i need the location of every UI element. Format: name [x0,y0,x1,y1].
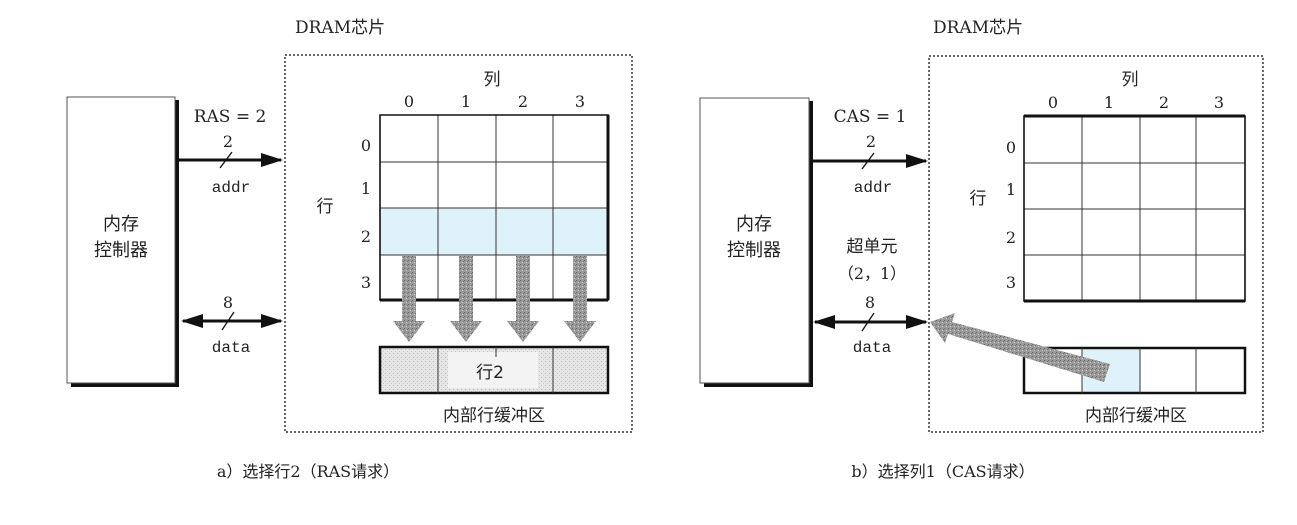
row-axis-label: 行 [970,189,987,209]
addr-bus-slash [861,152,875,170]
row-buffer-label: 内部行缓冲区 [443,406,545,426]
down-arrow-icon [507,256,539,342]
row-label-3: 3 [361,273,371,292]
dram-chip-boundary [284,54,633,433]
caption-b: b）选择列1（CAS请求） [851,462,1034,481]
memory-controller: 内存 控制器 [699,97,813,387]
col-label-3: 3 [1214,93,1224,112]
addr-bus-slash [219,151,233,169]
col-label-2: 2 [518,92,528,111]
selected-row-highlight [380,208,608,255]
addr-label: addr [212,179,250,197]
controller-label-line2: 控制器 [727,240,781,261]
col-label-3: 3 [575,92,585,111]
supercell-label: 超单元 [847,237,898,257]
down-arrow-icon [393,256,425,342]
chip-title: DRAM芯片 [933,18,1023,38]
row-label-2: 2 [1006,228,1016,247]
supercell-coords: （2，1） [838,264,906,283]
panel-a: DRAM芯片 内存 控制器 RAS = 2 2 addr 8 data 列 0 … [66,18,633,481]
ras-signal-label: RAS = 2 [194,107,267,127]
data-label: data [212,339,251,357]
buffer-content: 行2 [476,363,504,383]
chip-title: DRAM芯片 [295,18,385,38]
caption-a: a）选择行2（RAS请求） [217,462,399,481]
down-arrow-icon [564,256,596,342]
addr-bus-width: 2 [223,132,233,151]
addr-bus-width: 2 [866,132,876,151]
col-label-1: 1 [461,92,471,111]
supercell-transfer-arrow [930,313,1110,382]
cas-signal-label: CAS = 1 [834,107,907,127]
data-bus-slash [221,311,235,331]
controller-label-line1: 内存 [103,214,139,235]
row-transfer-arrows [393,256,596,342]
down-arrow-icon [450,256,482,342]
row-axis-label: 行 [317,197,334,217]
col-axis-label: 列 [1122,70,1139,90]
controller-label-line1: 内存 [736,214,772,235]
memory-controller: 内存 控制器 [66,96,179,387]
row-label-2: 2 [361,227,371,246]
controller-label-line2: 控制器 [94,240,148,261]
addr-label: addr [854,179,892,197]
row-label-0: 0 [1006,138,1016,157]
dram-cell-array [1023,114,1246,303]
col-label-0: 0 [404,92,414,111]
data-bus-slash [861,312,875,332]
panel-b: DRAM芯片 内存 控制器 CAS = 1 2 addr 超单元 （2，1） 8… [699,18,1264,481]
data-bus-width: 8 [223,293,233,312]
dram-cell-array [379,114,610,302]
row-label-1: 1 [1006,180,1016,199]
data-label: data [853,339,892,357]
col-label-0: 0 [1048,93,1058,112]
row-label-1: 1 [361,179,371,198]
col-label-1: 1 [1104,93,1114,112]
row-buffer-label: 内部行缓冲区 [1085,406,1187,426]
row-label-0: 0 [361,136,371,155]
dram-chip-boundary [928,55,1264,433]
col-axis-label: 列 [484,70,501,90]
col-label-2: 2 [1159,93,1169,112]
row-buffer: 行2 [378,345,610,395]
row-label-3: 3 [1006,273,1016,292]
row-buffer [1022,346,1247,395]
data-bus-width: 8 [865,293,875,312]
